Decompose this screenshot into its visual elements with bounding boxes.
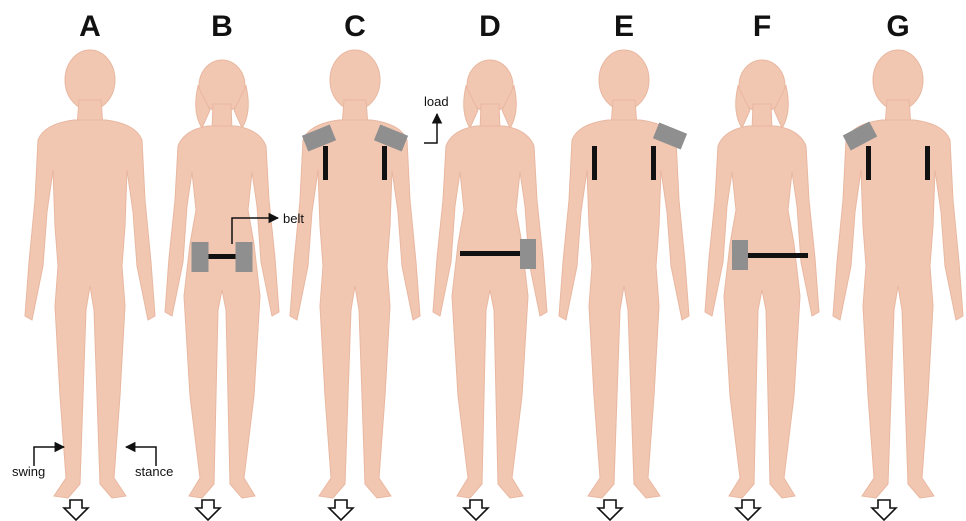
load-label: load — [424, 94, 449, 109]
panel-d: D — [433, 10, 547, 520]
male-body-silhouette — [833, 50, 963, 498]
female-body-silhouette — [165, 60, 279, 498]
down-arrow-icon — [196, 500, 220, 520]
down-arrow-icon — [64, 500, 88, 520]
right-strap — [925, 146, 930, 180]
male-body-silhouette — [290, 50, 420, 498]
left-strap — [866, 146, 871, 180]
load-pointer-arrow — [424, 114, 437, 143]
panel-label: A — [79, 10, 101, 43]
panel-label: E — [614, 10, 634, 43]
down-arrow-icon — [872, 500, 896, 520]
belt-label: belt — [283, 211, 304, 226]
right-strap — [382, 146, 387, 180]
panel-a: A — [25, 10, 155, 520]
female-body-silhouette — [705, 60, 819, 498]
panel-g: G — [833, 10, 963, 520]
female-body-silhouette — [433, 60, 547, 498]
right-hip-load — [236, 242, 253, 272]
male-body-silhouette — [559, 50, 689, 498]
panel-label: C — [344, 10, 366, 43]
swing-label: swing — [12, 464, 45, 479]
male-body-silhouette — [25, 50, 155, 498]
right-strap — [651, 146, 656, 180]
stance-label: stance — [135, 464, 173, 479]
panel-e: E — [559, 10, 689, 520]
down-arrow-icon — [464, 500, 488, 520]
panel-label: F — [753, 10, 771, 43]
down-arrow-icon — [329, 500, 353, 520]
belt-bar — [460, 251, 522, 256]
down-arrow-icon — [736, 500, 760, 520]
panel-b: B — [165, 10, 279, 520]
panel-c: C — [290, 10, 420, 520]
down-arrow-icon — [598, 500, 622, 520]
panel-f: F — [705, 10, 819, 520]
left-hip-load — [732, 240, 748, 270]
left-strap — [323, 146, 328, 180]
panel-label: G — [886, 10, 909, 43]
right-hip-load — [520, 239, 536, 269]
left-hip-load — [192, 242, 209, 272]
panel-label: B — [211, 10, 233, 43]
left-strap — [592, 146, 597, 180]
belt-bar — [744, 253, 808, 258]
panel-label: D — [479, 10, 501, 43]
